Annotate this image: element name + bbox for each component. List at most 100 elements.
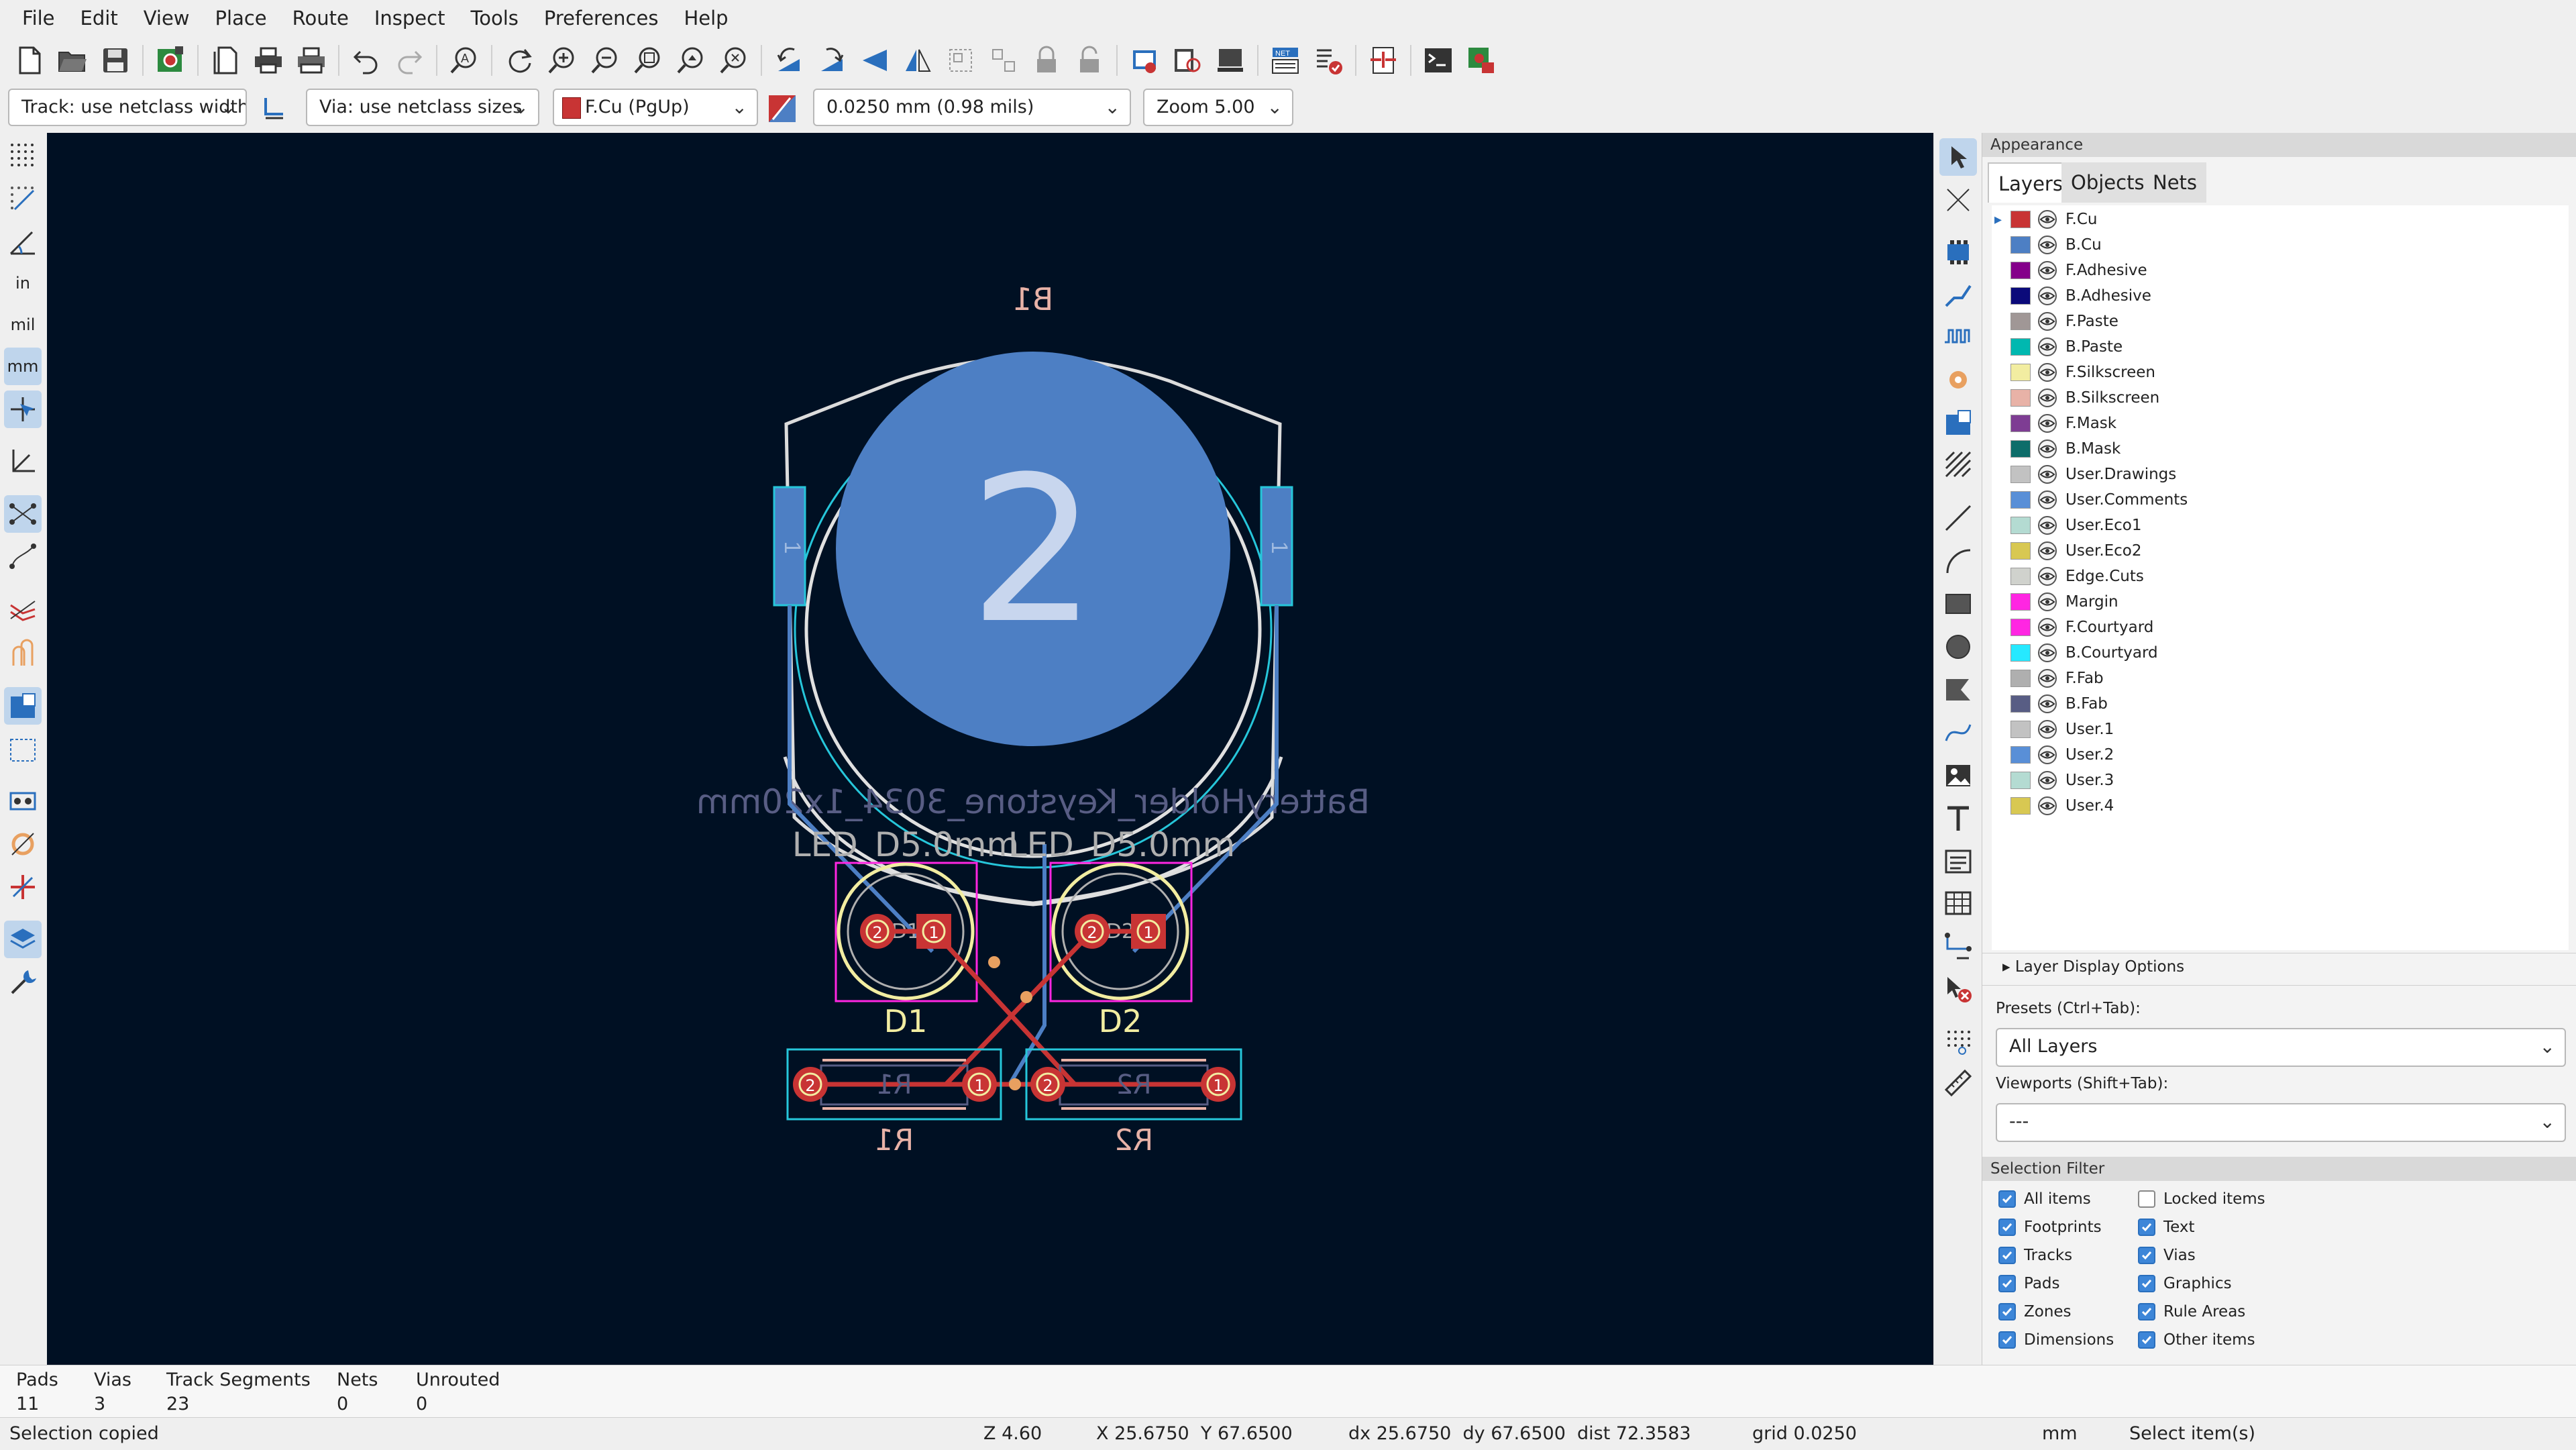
checkbox-icon[interactable] — [1998, 1303, 2016, 1320]
layer-color-swatch[interactable] — [2010, 670, 2031, 687]
high-contrast-icon[interactable] — [4, 868, 42, 906]
eye-icon[interactable] — [2037, 643, 2057, 663]
layer-select[interactable]: F.Cu (PgUp)⌄ — [553, 89, 758, 126]
zone-fill-icon[interactable] — [4, 687, 42, 725]
plugin-icon[interactable] — [1462, 42, 1500, 79]
menu-place[interactable]: Place — [215, 7, 267, 30]
ratsnest-icon[interactable] — [4, 495, 42, 533]
filter-checkbox[interactable]: Pads — [1998, 1275, 2060, 1292]
ungroup-icon[interactable] — [985, 42, 1022, 79]
unlock-icon[interactable] — [1071, 42, 1108, 79]
add-via-icon[interactable] — [1939, 361, 1977, 399]
eye-icon[interactable] — [2037, 745, 2057, 765]
eye-icon[interactable] — [2037, 694, 2057, 714]
menu-route[interactable]: Route — [292, 7, 349, 30]
layer-row[interactable]: B.Silkscreen — [1992, 385, 2569, 411]
layer-row[interactable]: User.4 — [1992, 793, 2569, 819]
grid-overrides-icon[interactable] — [4, 180, 42, 217]
eye-icon[interactable] — [2037, 541, 2057, 561]
eye-icon[interactable] — [2037, 260, 2057, 280]
checkbox-icon[interactable] — [1998, 1190, 2016, 1208]
scripting-console-icon[interactable] — [1419, 42, 1457, 79]
draw-bezier-icon[interactable] — [1939, 714, 1977, 752]
eye-icon[interactable] — [2037, 413, 2057, 433]
units-mil-button[interactable]: mil — [4, 306, 42, 344]
layer-color-swatch[interactable] — [2010, 211, 2031, 228]
layer-color-swatch[interactable] — [2010, 491, 2031, 509]
zoom-select[interactable]: Zoom 5.00⌄ — [1143, 89, 1293, 126]
via-size-select[interactable]: Via: use netclass sizes⌄ — [306, 89, 539, 126]
print-icon[interactable] — [250, 42, 287, 79]
layer-row[interactable]: B.Fab — [1992, 691, 2569, 717]
track-width-select[interactable]: Track: use netclass width⌄ — [8, 89, 247, 126]
checkbox-icon[interactable] — [1998, 1275, 2016, 1292]
tab-layers[interactable]: Layers — [1988, 162, 2074, 203]
layer-row[interactable]: User.Eco2 — [1992, 538, 2569, 564]
layer-row[interactable]: F.Courtyard — [1992, 615, 2569, 640]
layer-color-swatch[interactable] — [2010, 772, 2031, 789]
units-inch-button[interactable]: in — [4, 264, 42, 302]
eye-icon[interactable] — [2037, 515, 2057, 535]
layer-color-swatch[interactable] — [2010, 746, 2031, 764]
properties-icon[interactable] — [4, 964, 42, 1001]
draw-arc-icon[interactable] — [1939, 542, 1977, 580]
add-footprint-icon[interactable] — [1939, 234, 1977, 271]
zoom-out-icon[interactable] — [586, 42, 624, 79]
eye-icon[interactable] — [2037, 490, 2057, 510]
layer-color-swatch[interactable] — [2010, 364, 2031, 381]
menu-preferences[interactable]: Preferences — [543, 7, 659, 30]
filter-checkbox[interactable]: Locked items — [2138, 1190, 2265, 1208]
add-textbox-icon[interactable] — [1939, 843, 1977, 880]
polar-coords-icon[interactable] — [4, 223, 42, 260]
menu-inspect[interactable]: Inspect — [374, 7, 445, 30]
layer-color-swatch[interactable] — [2010, 797, 2031, 815]
pcb-drawing[interactable]: 1 1 2 B1 BatteryHolder_Keystone_3034_1x2… — [47, 133, 1933, 1365]
plot-icon[interactable] — [292, 42, 330, 79]
filter-checkbox[interactable]: All items — [1998, 1190, 2091, 1208]
filter-checkbox[interactable]: Vias — [2138, 1247, 2196, 1264]
curved-ratsnest-icon[interactable] — [4, 538, 42, 576]
layer-color-swatch[interactable] — [2010, 389, 2031, 407]
checkbox-icon[interactable] — [2138, 1219, 2155, 1236]
add-text-icon[interactable] — [1939, 800, 1977, 837]
layer-row[interactable]: B.Cu — [1992, 232, 2569, 258]
auto-track-width-icon[interactable] — [255, 90, 292, 127]
via-display-icon[interactable] — [4, 635, 42, 672]
checkbox-icon[interactable] — [1998, 1247, 2016, 1264]
layer-color-swatch[interactable] — [2010, 440, 2031, 458]
layer-color-swatch[interactable] — [2010, 287, 2031, 305]
rule-area-icon[interactable] — [1939, 446, 1977, 483]
eye-icon[interactable] — [2037, 617, 2057, 637]
eye-icon[interactable] — [2037, 464, 2057, 484]
mirror-icon[interactable] — [899, 42, 936, 79]
grid-origin-icon[interactable] — [1939, 1023, 1977, 1060]
zoom-selection-icon[interactable] — [715, 42, 753, 79]
lock-icon[interactable] — [1028, 42, 1065, 79]
menu-view[interactable]: View — [143, 7, 190, 30]
footprint-browser-icon[interactable] — [1169, 42, 1206, 79]
checkbox-icon[interactable] — [1998, 1219, 2016, 1236]
layer-color-swatch[interactable] — [2010, 644, 2031, 662]
eye-icon[interactable] — [2037, 337, 2057, 357]
layer-color-swatch[interactable] — [2010, 721, 2031, 738]
switch-schematic-icon[interactable] — [1364, 42, 1402, 79]
save-icon[interactable] — [97, 42, 134, 79]
layer-row[interactable]: B.Paste — [1992, 334, 2569, 360]
eye-icon[interactable] — [2037, 796, 2057, 816]
select-tool-icon[interactable] — [1939, 138, 1977, 176]
eye-icon[interactable] — [2037, 209, 2057, 229]
layer-row[interactable]: F.Adhesive — [1992, 258, 2569, 283]
layer-row[interactable]: User.1 — [1992, 717, 2569, 742]
draw-circle-icon[interactable] — [1939, 628, 1977, 666]
layer-color-swatch[interactable] — [2010, 542, 2031, 560]
layer-row[interactable]: User.2 — [1992, 742, 2569, 768]
checkbox-icon[interactable] — [2138, 1247, 2155, 1264]
menu-edit[interactable]: Edit — [80, 7, 118, 30]
board-setup-icon[interactable] — [152, 42, 189, 79]
filter-checkbox[interactable]: Graphics — [2138, 1275, 2232, 1292]
drc-icon[interactable] — [1309, 42, 1347, 79]
menu-file[interactable]: File — [22, 7, 55, 30]
checkbox-icon[interactable] — [2138, 1331, 2155, 1349]
draw-polygon-icon[interactable] — [1939, 671, 1977, 709]
layer-color-swatch[interactable] — [2010, 415, 2031, 432]
